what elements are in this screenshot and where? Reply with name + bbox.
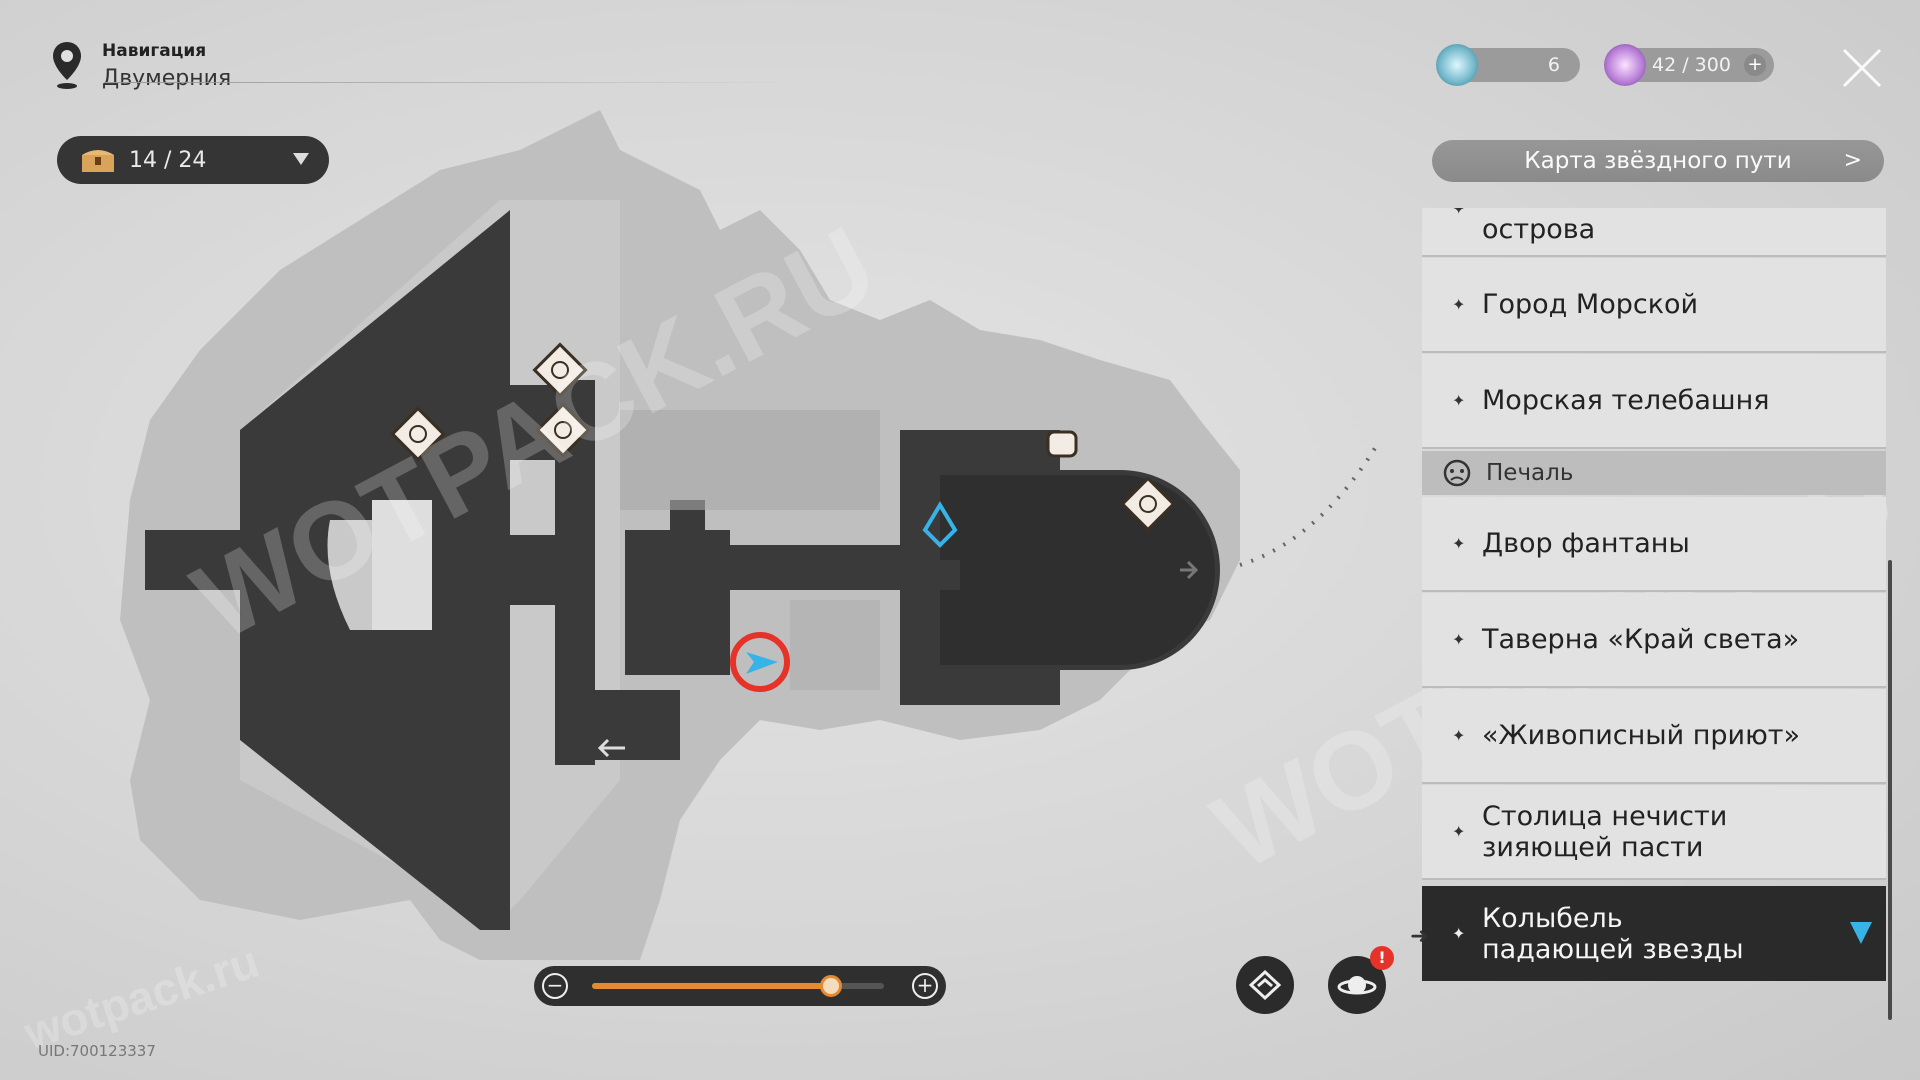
- treasure-marker-icon[interactable]: [535, 402, 591, 458]
- chevron-right-icon: >: [1843, 148, 1862, 173]
- page-title: Навигация: [102, 41, 207, 61]
- current-location-icon: [1850, 922, 1872, 944]
- building-block: [495, 535, 555, 605]
- planet-button[interactable]: !: [1328, 946, 1394, 1014]
- chest-count: 14 / 24: [129, 147, 207, 173]
- zoom-slider[interactable]: [592, 975, 884, 997]
- currency-value: 42 / 300: [1652, 54, 1731, 76]
- main-hall: [625, 500, 730, 675]
- star-icon: ✦: [1452, 822, 1466, 841]
- trailblaze-power-icon: [1604, 44, 1646, 86]
- list-item[interactable]: ✦ Таверна «Край света»: [1422, 593, 1886, 688]
- chest-counter-dropdown[interactable]: 14 / 24: [57, 136, 329, 184]
- list-item[interactable]: ✦ Город Морской: [1422, 258, 1886, 353]
- star-rail-map-label: Карта звёздного пути: [1524, 148, 1792, 174]
- zoom-out-button[interactable]: −: [542, 973, 568, 999]
- star-icon: ✦: [1452, 391, 1466, 410]
- stellar-jade-icon: [1436, 44, 1478, 86]
- light-block: [372, 500, 432, 630]
- plaza: [790, 600, 880, 690]
- list-item[interactable]: ✦ острова: [1422, 208, 1886, 257]
- home-button[interactable]: [1236, 956, 1294, 1014]
- location-list[interactable]: ✦ острова ✦ Город Морской ✦ Морская теле…: [1422, 208, 1886, 988]
- list-item[interactable]: ✦ «Живописный приют»: [1422, 689, 1886, 784]
- header-divider: [105, 82, 805, 83]
- chest-icon: [82, 150, 114, 172]
- currency-stellar[interactable]: 6: [1436, 44, 1580, 86]
- teleport-anchor-icon[interactable]: [922, 501, 958, 548]
- npc-marker-icon[interactable]: [1046, 430, 1078, 458]
- dotted-route: [1239, 438, 1382, 567]
- star-icon: ✦: [1452, 208, 1466, 218]
- star-icon: ✦: [1452, 630, 1466, 649]
- home-anchor-icon: [1248, 969, 1282, 1001]
- zoom-control: − +: [534, 966, 946, 1006]
- star-icon: ✦: [1452, 534, 1466, 553]
- treasure-marker-icon[interactable]: [532, 342, 588, 398]
- selection-arrow-icon: ➜: [1410, 924, 1429, 949]
- list-item-selected[interactable]: ✦ Колыбель падающей звезды: [1422, 886, 1886, 981]
- building-left-wing: [145, 210, 510, 930]
- list-item[interactable]: ✦ Двор фантаны: [1422, 497, 1886, 592]
- list-item[interactable]: ✦ Столица нечисти зияющей пасти: [1422, 785, 1886, 880]
- treasure-marker-icon[interactable]: [1120, 476, 1176, 532]
- star-icon: ✦: [1452, 726, 1466, 745]
- add-power-button[interactable]: +: [1744, 54, 1766, 76]
- player-arrow-icon: [730, 632, 790, 692]
- zoom-fill: [592, 983, 832, 989]
- currency-value: 6: [1547, 54, 1560, 76]
- treasure-marker-icon[interactable]: [390, 406, 446, 462]
- section-header: Печаль: [1422, 451, 1886, 495]
- zoom-in-button[interactable]: +: [912, 973, 938, 999]
- close-icon[interactable]: [1840, 46, 1884, 90]
- currency-trailblaze-power[interactable]: 42 / 300 +: [1604, 44, 1774, 86]
- scrollbar[interactable]: [1888, 560, 1892, 1020]
- star-icon: ✦: [1452, 924, 1466, 943]
- star-rail-map-button[interactable]: Карта звёздного пути >: [1432, 140, 1884, 182]
- planet-icon: [1337, 976, 1377, 995]
- sorrow-icon: [1443, 459, 1471, 487]
- bridge: [730, 545, 910, 590]
- star-icon: ✦: [1452, 295, 1466, 314]
- exit-arrow-icon[interactable]: [1180, 560, 1199, 580]
- user-id: UID:700123337: [38, 1042, 156, 1060]
- notification-badge: !: [1370, 946, 1394, 970]
- exit-arrow-icon[interactable]: [597, 738, 625, 758]
- navigation-header: Навигация Двумерния: [50, 40, 231, 96]
- map-pin-icon: [53, 42, 81, 89]
- chevron-down-icon: [293, 153, 309, 165]
- zoom-handle[interactable]: [820, 975, 843, 997]
- world-name: Двумерния: [102, 66, 232, 91]
- list-item[interactable]: ✦ Морская телебашня: [1422, 354, 1886, 449]
- garden-grid: [620, 410, 880, 510]
